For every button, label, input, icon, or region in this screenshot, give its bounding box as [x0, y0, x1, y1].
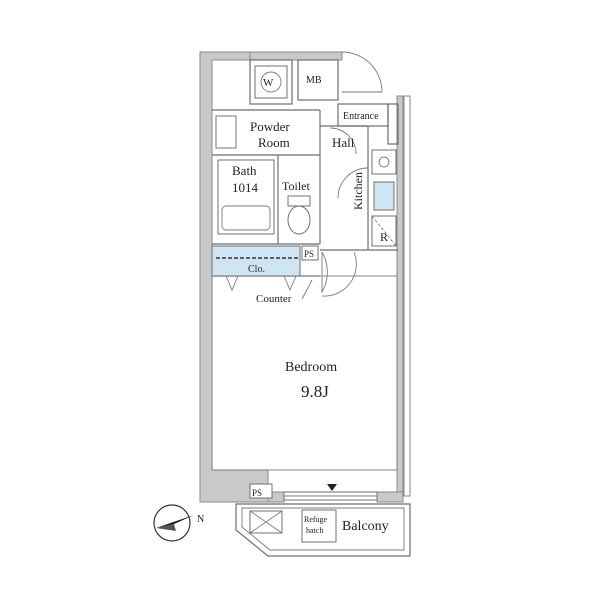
- interior-walls: [211, 59, 399, 471]
- fixtures: [211, 51, 397, 501]
- powder-room-label-2: Room: [258, 135, 290, 150]
- bedroom-size-label: 9.8J: [301, 382, 329, 401]
- balcony-label: Balcony: [342, 519, 389, 534]
- kitchen-label: Kitchen: [351, 172, 365, 210]
- mb-label: MB: [306, 75, 322, 86]
- refuge-hatch-label: Refuge: [304, 515, 328, 524]
- room-labels: W MB Entrance Powder Room Hall Bath 1014…: [232, 75, 389, 535]
- entrance-label: Entrance: [343, 111, 379, 122]
- compass-north-label: N: [197, 514, 204, 525]
- washer-label: W: [263, 77, 274, 89]
- toilet-label: Toilet: [282, 179, 310, 193]
- compass-arrow-icon: [156, 515, 194, 528]
- refuge-hatch-label-2: hatch: [306, 526, 323, 535]
- closet-label: Clo.: [248, 264, 265, 275]
- powder-room-label: Powder: [250, 119, 290, 134]
- hall-label: Hall: [332, 135, 355, 150]
- balcony-area: [235, 503, 411, 557]
- compass: N: [153, 504, 204, 542]
- bath-label: Bath: [232, 163, 257, 178]
- bath-size-label: 1014: [232, 180, 259, 195]
- refrigerator-label: R: [380, 230, 388, 244]
- bedroom-label: Bedroom: [285, 360, 337, 375]
- counter-label: Counter: [256, 293, 292, 305]
- ps-lower-label: PS: [252, 488, 262, 498]
- ps-upper-label: PS: [304, 249, 314, 259]
